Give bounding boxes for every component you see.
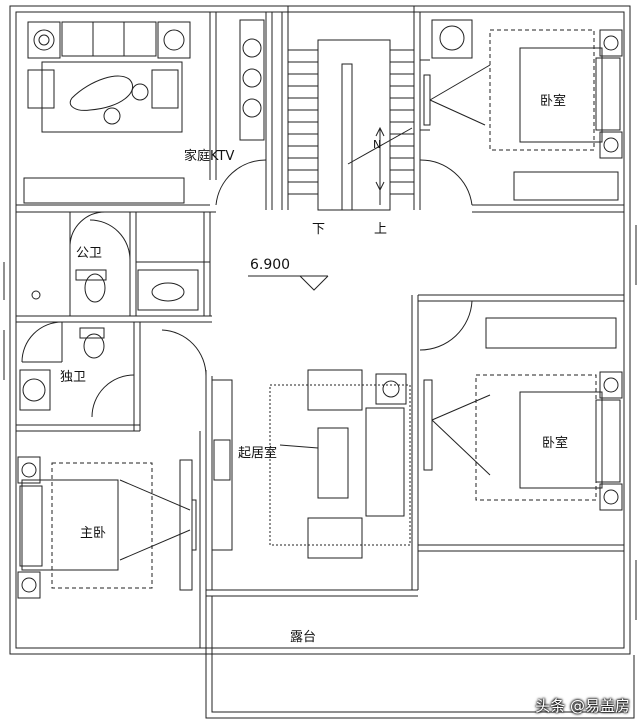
bedroom-mid-walls (418, 294, 624, 552)
master-bedroom-furniture (17, 456, 153, 599)
room-label-family-ktv: 家庭KTV (184, 149, 235, 164)
room-label-master-bedroom: 主卧 (80, 526, 107, 541)
room-label-bedroom-mid: 卧室 (542, 436, 569, 451)
room-label-living-room: 起居室 (238, 446, 278, 461)
watermark: 头条 @易盖房 (535, 697, 630, 715)
room-label-bedroom-top: 卧室 (540, 94, 567, 109)
north-arrow-label: N (373, 138, 382, 151)
stair-enclosure (281, 12, 421, 211)
windows (3, 5, 637, 620)
stair-steps (288, 49, 414, 195)
elevation-marker (248, 275, 329, 291)
outer-walls (9, 5, 631, 655)
stair-label-down: 下 (312, 222, 326, 237)
stair-label-up: 上 (374, 222, 388, 237)
bedroom-top-furniture (431, 19, 623, 201)
public-bath-walls (16, 211, 212, 323)
private-bath-walls (16, 290, 141, 432)
room-label-public-bath: 公卫 (76, 246, 103, 261)
stair-arrows (375, 126, 385, 205)
room-label-private-bath: 独卫 (60, 370, 87, 385)
terrace-outline (205, 589, 635, 719)
living-furniture (269, 369, 411, 559)
living-walls (205, 295, 419, 590)
master-bedroom-walls (119, 329, 207, 648)
bedroom-mid-furniture (475, 317, 623, 511)
room-label-terrace: 露台 (290, 630, 317, 645)
ktv-walls (16, 12, 273, 213)
ktv-furniture (23, 19, 265, 204)
bedroom-top-walls (419, 59, 624, 213)
elevation-label: 6.900 (250, 257, 291, 273)
